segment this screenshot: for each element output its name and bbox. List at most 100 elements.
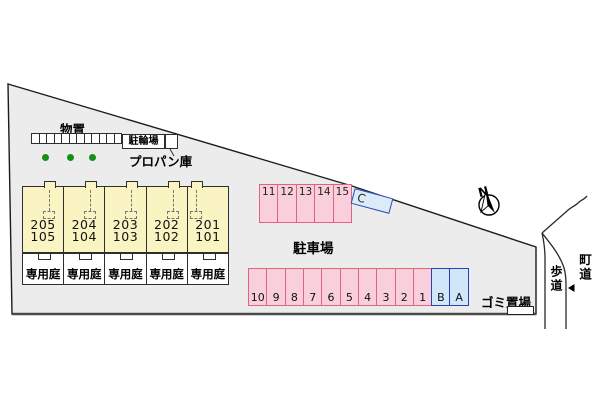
compass-circle-icon [478,194,500,216]
compass-north-label: N [476,183,490,200]
parking-space: 1 [412,268,433,306]
stair-dash-landing [189,211,202,219]
private-garden: 専用庭 [186,253,229,285]
propane-leader-line [169,148,175,157]
private-gardens-row: 専用庭専用庭専用庭専用庭専用庭 [22,253,229,285]
entrance-bump [126,180,139,188]
unit-number-lower: 103 [112,228,139,244]
propane-label: プロパン庫 [129,154,193,169]
parking-space: 7 [302,268,323,306]
parking-space: 8 [284,268,305,306]
entrance-bump [44,180,56,188]
unit-number-lower: 104 [71,228,97,244]
road-upper-edge [541,195,588,234]
unit-number-lower: 105 [30,228,56,244]
unit-number-upper: 204 [71,217,97,232]
sidewalk-inner-edge [541,232,546,329]
garden-step [120,253,134,260]
town-road-label: 町道 [577,253,592,282]
tree-dot-icon [67,154,74,161]
unit-number-upper: 205 [30,217,56,232]
garden-label: 専用庭 [25,267,61,281]
garden-label: 専用庭 [149,267,184,281]
garden-step [202,253,216,260]
storage-cell [92,134,100,143]
tree-dot-icon [42,154,49,161]
garden-label: 専用庭 [190,267,226,281]
stair-dash-landing [125,211,138,219]
garden-label: 専用庭 [67,267,102,281]
garden-step [79,253,93,260]
parking-space: 6 [321,268,341,306]
parking-space: 12 [278,185,297,222]
storage-cell [70,134,77,143]
sidewalk-road-divider [541,232,567,329]
entrance-bump [85,180,98,188]
stair-dash-line [195,190,197,211]
parking-space: 15 [335,186,350,198]
garden-step [161,253,175,260]
parking-space: 9 [266,268,286,306]
storage-cell [55,134,62,143]
stair-dash-line [172,190,174,211]
entrance-bump [190,180,203,188]
private-garden: 専用庭 [104,253,147,285]
entrance-bump [167,180,180,188]
private-garden: 専用庭 [145,253,188,285]
stair-dash-line [131,190,133,211]
sidewalk-label: 歩道 [549,265,563,293]
storage-cell [40,134,47,143]
parking-space: 14 [315,185,334,222]
stair-dash-line [90,190,92,211]
unit-number-lower: 102 [154,228,180,244]
storage-cell [77,134,85,143]
parking-space: 4 [357,268,378,306]
unit-number-upper: 201 [195,217,221,232]
road-pointer-icon [568,284,575,292]
stair-dash-landing [166,211,179,219]
storage-cell [115,134,122,143]
storage-units-row [31,133,122,144]
parking-space: 5 [339,268,360,306]
unit-number-lower: 101 [195,228,221,244]
storage-cell [32,134,40,143]
garden-step [38,253,51,260]
stair-dash-landing [43,211,55,219]
parking-lot-label: 駐車場 [293,241,334,257]
parking-space: 11 [260,185,279,222]
parking-space: 3 [376,268,396,306]
storage-cell [62,134,70,143]
storage-cell [100,134,107,143]
unit-number-upper: 203 [112,217,139,232]
stair-dash-landing [84,211,97,219]
parking-space: 10 [248,268,268,306]
private-garden: 専用庭 [63,253,106,285]
storage-cell [85,134,92,143]
private-garden: 専用庭 [22,253,65,285]
bicycle-parking-box: 駐輪場 [122,134,165,149]
parking-space: 13 [297,185,316,222]
parking-space: B [431,268,451,306]
parking-space: 2 [394,268,414,306]
propane-store-box [165,134,178,149]
garden-label: 専用庭 [108,267,143,281]
tree-dot-icon [89,154,96,161]
unit-number-upper: 202 [154,217,180,232]
stair-dash-line [49,190,50,211]
storage-cell [107,134,115,143]
garbage-station-box [507,306,534,315]
